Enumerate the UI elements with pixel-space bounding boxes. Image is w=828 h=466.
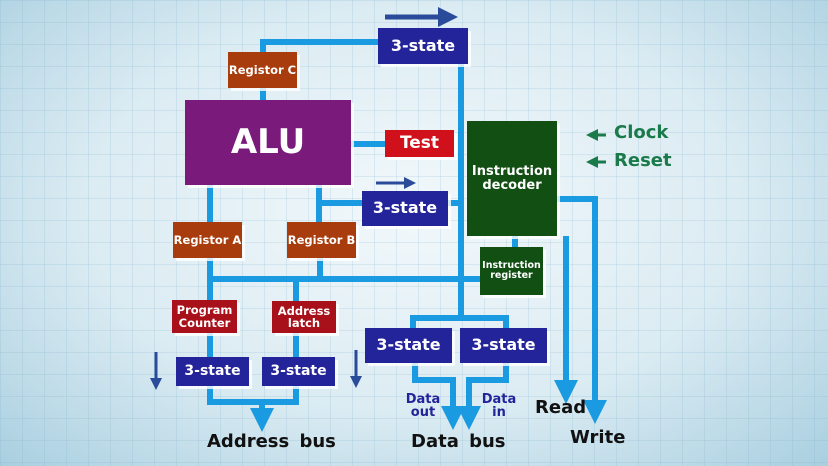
wire-regc-top [260, 39, 380, 52]
registor-b: Registor B [287, 222, 356, 258]
three-state-latch: 3-state [262, 357, 335, 386]
address-bus-label: Address bus [207, 431, 336, 452]
address-latch: Address latch [272, 301, 336, 333]
wire-data-split [410, 315, 509, 329]
three-state-middle: 3-state [362, 191, 448, 226]
wire-address-out [207, 386, 299, 405]
registor-a: Registor A [173, 222, 242, 258]
three-state-data-in: 3-state [460, 328, 547, 363]
program-counter: Program Counter [172, 300, 237, 333]
reset-label: Reset [614, 150, 672, 171]
registor-c: Registor C [228, 52, 297, 88]
three-state-top: 3-state [378, 28, 468, 64]
wire-write [557, 196, 607, 424]
test-block: Test [385, 130, 454, 157]
write-label: Write [570, 427, 626, 448]
clock-label: Clock [614, 122, 669, 143]
instruction-decoder: Instruction decoder [467, 121, 557, 236]
alu: ALU [185, 100, 351, 185]
instruction-register: Instruction register [480, 247, 543, 295]
wire-data-in [457, 363, 509, 430]
three-state-pc: 3-state [176, 357, 249, 386]
read-label: Read [535, 397, 587, 418]
data-out-label: Data out [405, 392, 441, 420]
data-bus-label: Data bus [411, 431, 506, 452]
three-state-data-out: 3-state [365, 328, 452, 363]
data-in-label: Data in [481, 392, 517, 420]
wire-data-out [412, 363, 465, 430]
